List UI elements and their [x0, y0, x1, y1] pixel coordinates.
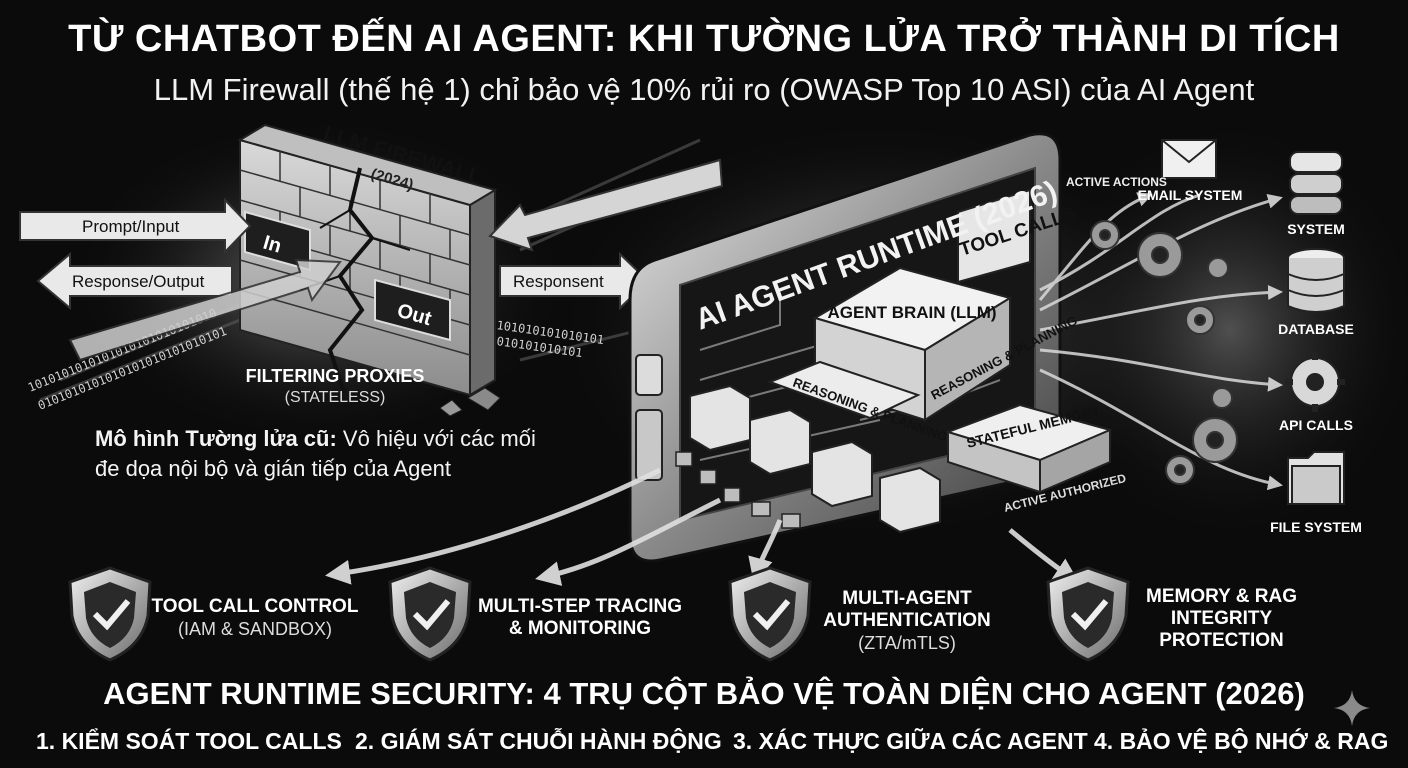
target-file-label: FILE SYSTEM [1270, 519, 1362, 535]
prompt-label: Prompt/Input [82, 217, 180, 236]
legacy-firewall-note: Mô hình Tường lửa cũ: Vô hiệu với các mố… [95, 424, 565, 484]
api-gear-icon [1285, 352, 1345, 412]
tool-calls-block [957, 188, 1031, 284]
proxies-label: FILTERING PROXIES [246, 366, 425, 386]
envelope-icon [1161, 139, 1217, 179]
footer-title: AGENT RUNTIME SECURITY: 4 TRỤ CỘT BẢO VỆ… [103, 676, 1305, 711]
shield-icon-2 [388, 566, 472, 662]
page-title: TỪ CHATBOT ĐẾN AI AGENT: KHI TƯỜNG LỬA T… [68, 18, 1340, 60]
gear-cluster [1090, 220, 1238, 485]
note-text: Vô hiệu với các mối đe dọa nội bộ và giá… [95, 426, 536, 481]
footer-item-2: 2. GIÁM SÁT CHUỖI HÀNH ĐỘNG [355, 728, 722, 754]
memory-chips [689, 384, 941, 534]
shield-icon-3 [728, 566, 812, 662]
target-database-label: DATABASE [1278, 321, 1354, 337]
database-icon [1287, 248, 1345, 313]
pillar-1: TOOL CALL CONTROL (IAM & SANDBOX) [145, 596, 365, 640]
responsent-label: Responsent [513, 272, 604, 291]
prompt-arrow [19, 197, 252, 255]
footer-item-1: 1. KIỂM SOÁT TOOL CALLS [36, 728, 342, 754]
pillar-4-title: MEMORY & RAG INTEGRITY PROTECTION [1146, 586, 1297, 651]
shield-icon-4 [1046, 566, 1130, 662]
brick-wall [237, 123, 501, 417]
folder-icon [1287, 451, 1345, 505]
target-email-label: EMAIL SYSTEM [1138, 187, 1243, 203]
sparkle-icon [1334, 690, 1370, 726]
pillar-1-sub: (IAM & SANDBOX) [177, 619, 333, 639]
in-label: In [261, 232, 284, 258]
proxies-sub: (STATELESS) [285, 389, 386, 406]
pillar-3-sub: (ZTA/mTLS) [858, 633, 956, 653]
page-subtitle: LLM Firewall (thế hệ 1) chỉ bảo vệ 10% r… [153, 72, 1255, 107]
response-label: Response/Output [72, 272, 205, 291]
target-system-label: SYSTEM [1287, 221, 1345, 237]
out-arrow-block [374, 278, 451, 342]
pillar-3: MULTI-AGENT AUTHENTICATION (ZTA/mTLS) [812, 588, 1002, 654]
pillar-4: MEMORY & RAG INTEGRITY PROTECTION [1134, 586, 1309, 652]
pillar-3-title: MULTI-AGENT AUTHENTICATION [823, 588, 991, 631]
response-arrow [36, 251, 233, 311]
shield-icon-1 [68, 566, 152, 662]
note-bold: Mô hình Tường lửa cũ: [95, 426, 337, 451]
stateful-memory-block [944, 403, 1114, 494]
active-actions-label: ACTIVE ACTIONS [1066, 175, 1167, 189]
output-wires [1038, 192, 1283, 491]
incoming-arrow [488, 158, 724, 252]
server-icon [1289, 151, 1343, 215]
target-api-label: API CALLS [1279, 417, 1353, 433]
pillar-1-title: TOOL CALL CONTROL [151, 596, 359, 617]
brain-label: AGENT BRAIN (LLM) [827, 303, 996, 322]
footer-item-3: 3. XÁC THỰC GIỮA CÁC AGENT [733, 728, 1088, 754]
pillar-2-title: MULTI-STEP TRACING & MONITORING [477, 596, 683, 639]
pillar-2: MULTI-STEP TRACING & MONITORING [470, 596, 690, 640]
footer-item-4: 4. BẢO VỆ BỘ NHỚ & RAG [1094, 728, 1389, 754]
